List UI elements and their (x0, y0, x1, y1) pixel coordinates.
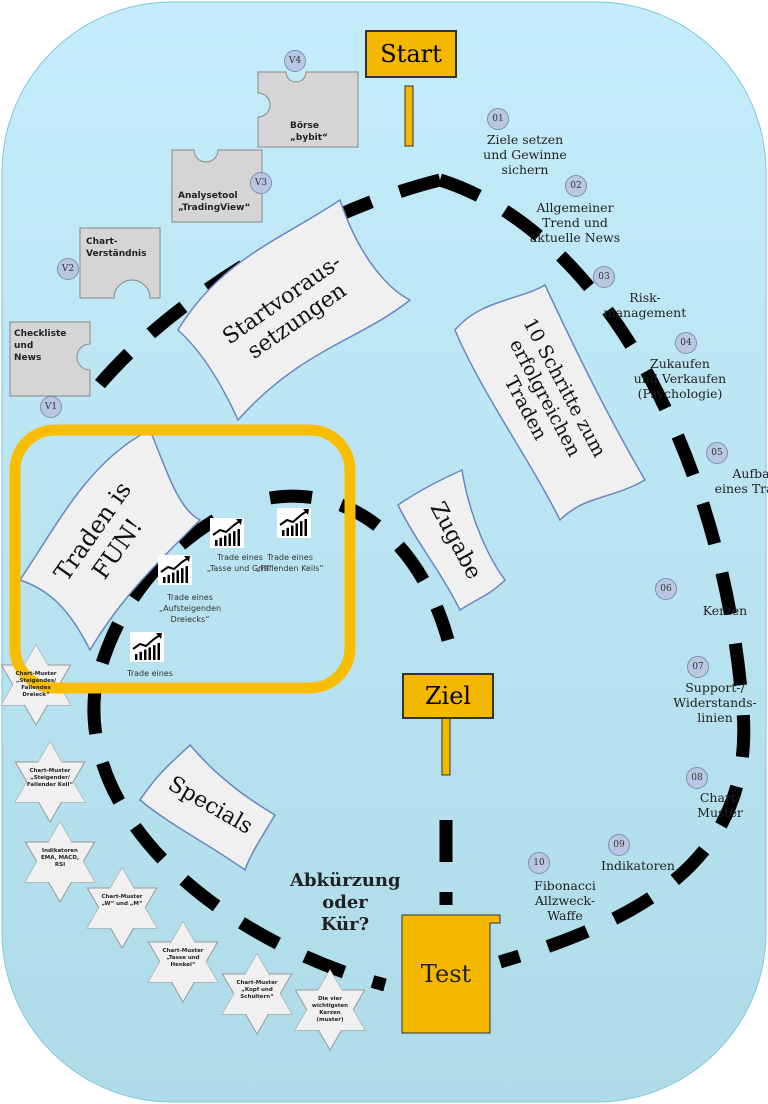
step-number-badge: 01 (487, 108, 509, 130)
step-label: Indikatoren (601, 858, 675, 873)
star-fill (25, 822, 95, 882)
puzzle-label: Börse „bybit“ (290, 121, 328, 143)
puzzle-v2 (79, 227, 161, 299)
puzzle-number-badge: V3 (250, 172, 272, 194)
step-number-badge: 09 (608, 834, 630, 856)
star-label: Indikatoren EMA, MACD, RSI (40, 848, 79, 868)
test-label: Test (420, 960, 472, 988)
puzzle-v3 (171, 149, 263, 223)
puzzle-number-badge: V2 (57, 258, 79, 280)
puzzle-label: Checkliste und News (14, 329, 67, 363)
banner-zugabe (397, 468, 506, 612)
step-label: Kerzen (702, 603, 748, 618)
step-label: Chart- Muster (697, 790, 743, 820)
step-label: Aufbau eines Trades (714, 466, 768, 496)
start-sign: Start (365, 30, 457, 78)
step-number-badge: 05 (706, 442, 728, 464)
step-number-badge: 07 (687, 656, 709, 678)
chart-trend-up-icon (277, 508, 311, 538)
trade-label: Trade eines „Aufsteigenden Dreiecks“ (158, 593, 222, 624)
banner-startvoraussetzungen (177, 198, 412, 422)
star-label: Chart-Muster „Kopf und Schultern“ (236, 980, 278, 1000)
step-number-badge: 04 (675, 332, 697, 354)
test-scroll (401, 914, 501, 1034)
star-fill (87, 868, 157, 928)
ziel-sign: Ziel (402, 673, 494, 719)
step-label: Ziele setzen und Gewinne sichern (483, 132, 567, 177)
step-label: Zukaufen und Verkaufen (Psychologie) (633, 356, 727, 401)
star-label: Chart-Muster „W“ und „M“ (101, 894, 143, 907)
step-label: Allgemeiner Trend und aktuelle News (529, 200, 621, 245)
banner-traden-fun (18, 428, 202, 652)
step-number-badge: 08 (686, 767, 708, 789)
banner-specials (139, 743, 277, 872)
puzzle-label: Chart- Verständnis (86, 237, 147, 259)
step-number-badge: 02 (565, 175, 587, 197)
trade-label: Trade eines (127, 669, 173, 678)
specials-path (87, 514, 387, 992)
ziel-post (441, 714, 451, 776)
puzzle-pieces (9, 71, 359, 397)
star-fill (295, 970, 365, 1030)
puzzle-number-badge: V4 (284, 50, 306, 72)
star-label: Chart-Muster „Steigendes/ Fallendes Drei… (15, 671, 57, 698)
main-path-right (438, 173, 751, 969)
star-fill (15, 742, 85, 802)
step-label: Support-/ Widerstands- linien (673, 680, 757, 725)
star-label: Chart-Muster „Steigender/ Fallender Keil… (26, 768, 74, 788)
start-post (404, 85, 414, 147)
trade-label: Trade eines „Tasse und Griff“ (206, 553, 274, 573)
puzzle-v4 (257, 71, 359, 148)
step-label: Fibonacci Allzweck- Waffe (534, 878, 596, 923)
step-label: Risk- management (603, 290, 687, 320)
banner-ten-steps (454, 283, 647, 522)
banners (18, 198, 647, 872)
star-label: Chart-Muster „Tasse und Henkel“ (162, 948, 204, 968)
puzzle-number-badge: V1 (40, 396, 62, 418)
star-fill (222, 954, 292, 1014)
puzzle-label: Analysetool „TradingView“ (178, 191, 251, 213)
step-number-badge: 03 (593, 266, 615, 288)
star-fill (148, 922, 218, 982)
chart-trend-up-icon (130, 632, 164, 662)
puzzle-v1 (9, 321, 91, 397)
chart-trend-up-icon (210, 518, 244, 548)
star-label: Die vier wichtigsten Kerzen (muster) (311, 996, 349, 1023)
step-number-badge: 06 (655, 578, 677, 600)
step-number-badge: 10 (528, 852, 550, 874)
trade-label: Trade eines „Fallenden Keils“ (256, 553, 324, 573)
bonus-highlight-frame (9, 424, 356, 694)
shortcut-label: Abkürzung oder Kür? (290, 870, 401, 935)
zugabe-path (268, 489, 455, 642)
chart-trend-up-icon (158, 555, 192, 585)
